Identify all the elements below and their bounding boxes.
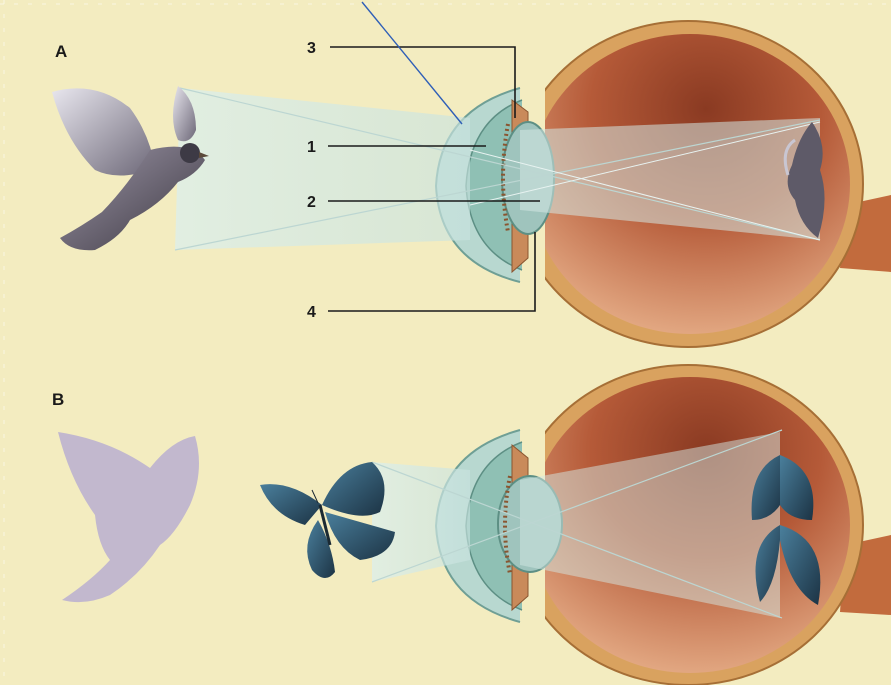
- pigeon-head: [180, 143, 200, 163]
- callout-1: 1: [307, 139, 316, 156]
- panel-label-b: B: [52, 390, 64, 409]
- callout-3: 3: [307, 40, 316, 57]
- panel-label-a: A: [55, 42, 67, 61]
- callout-2: 2: [307, 194, 316, 211]
- callout-4: 4: [307, 304, 316, 321]
